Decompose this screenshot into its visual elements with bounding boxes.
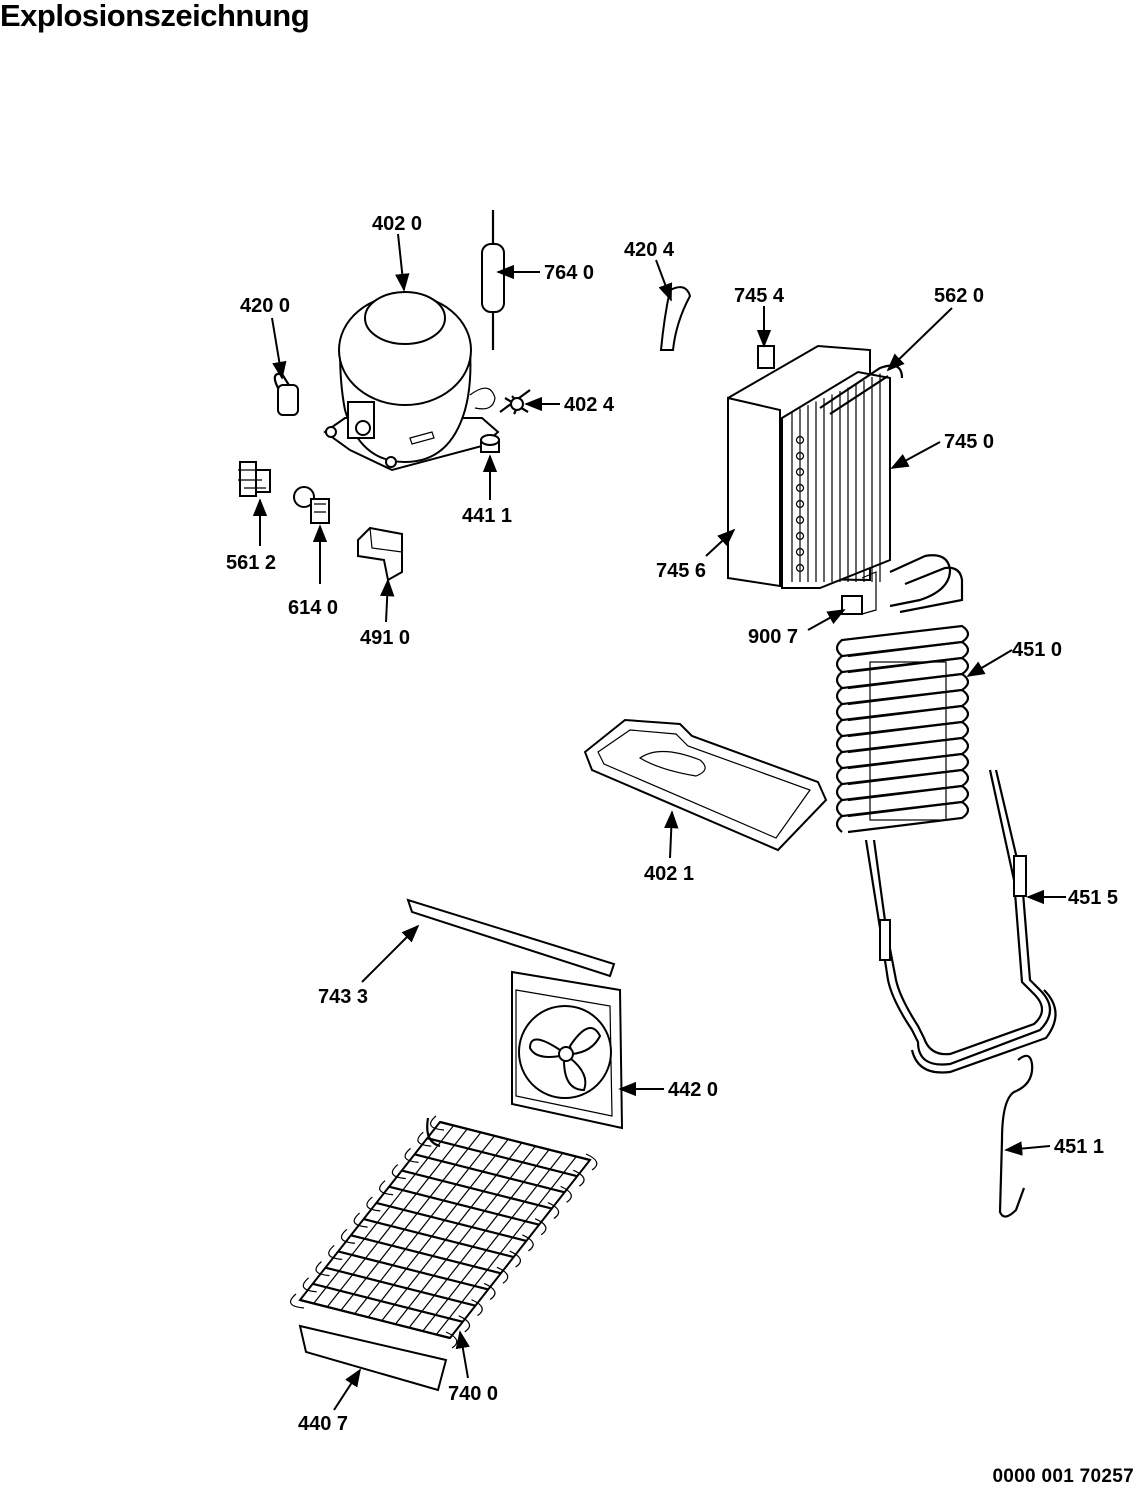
document-number: 0000 001 70257 [992, 1466, 1134, 1487]
leader-lines [252, 233, 1066, 1411]
label-tube-4511: 451 1 [1054, 1136, 1104, 1158]
label-condenser-lower: 740 0 [448, 1383, 498, 1405]
label-seal-strip: 743 3 [318, 986, 368, 1008]
overload-part [293, 486, 330, 524]
part-9007 [841, 571, 877, 615]
seal-strip-part [406, 898, 616, 978]
label-cover-plate: 440 7 [298, 1413, 348, 1435]
compressor-part [323, 291, 500, 472]
label-relay: 561 2 [226, 552, 276, 574]
label-tube-4204: 420 4 [624, 239, 675, 261]
tube-4515-part [864, 769, 1057, 1074]
label-part-4411: 441 1 [462, 505, 512, 527]
fan-part [511, 970, 624, 1130]
label-condenser: 451 0 [1012, 639, 1062, 661]
label-terminal-cover: 491 0 [360, 627, 410, 649]
page-title: Explosionszeichnung [0, 0, 310, 33]
label-compressor: 402 0 [372, 213, 422, 235]
label-part-7454: 745 4 [734, 285, 785, 307]
lower-condenser-part [289, 1115, 598, 1349]
filter-drier-part [481, 210, 505, 350]
condenser-part [835, 554, 970, 834]
part-labels: 402 0 764 0 420 4 745 4 562 0 420 0 402 … [226, 213, 1118, 1435]
label-capacitor: 420 0 [240, 295, 290, 317]
label-fan: 442 0 [668, 1079, 718, 1101]
capacitor-part [273, 372, 299, 416]
label-part-4024: 402 4 [564, 394, 615, 416]
label-part-7456: 745 6 [656, 560, 706, 582]
label-part-9007: 900 7 [748, 626, 798, 648]
cover-plate-part [298, 1324, 448, 1392]
label-evaporator: 745 0 [944, 431, 994, 453]
relay-part [238, 461, 271, 497]
label-part-5620: 562 0 [934, 285, 984, 307]
tube-4511-part [998, 1054, 1034, 1218]
label-filter-drier: 764 0 [544, 262, 594, 284]
tube-4204-part [659, 286, 692, 351]
label-tube-4515: 451 5 [1068, 887, 1118, 909]
part-4024 [499, 389, 531, 415]
part-4411 [480, 434, 500, 453]
drip-tray-part [583, 718, 828, 852]
evaporator-fins-part [781, 364, 904, 589]
label-drip-tray: 402 1 [644, 863, 694, 885]
terminal-cover-part [357, 526, 403, 582]
label-overload: 614 0 [288, 597, 338, 619]
